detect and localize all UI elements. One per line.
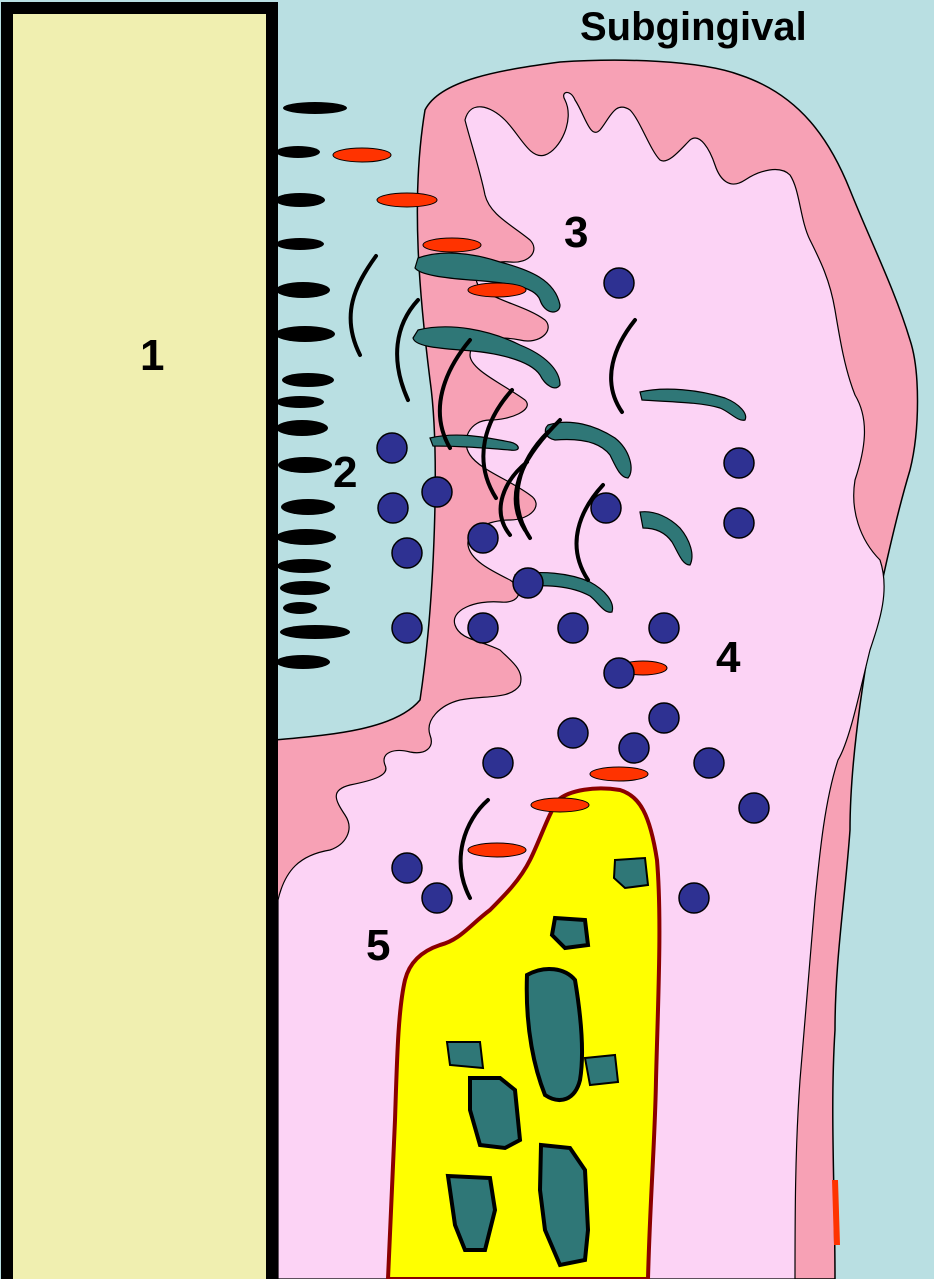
tooth [7, 8, 272, 1279]
label-connective-tissue: 4 [716, 633, 741, 682]
label-bacteria: 2 [333, 448, 357, 497]
label-tooth: 1 [140, 331, 164, 380]
label-epithelium: 3 [564, 208, 588, 257]
label-bone: 5 [366, 921, 390, 970]
title: Subgingival [580, 5, 807, 49]
